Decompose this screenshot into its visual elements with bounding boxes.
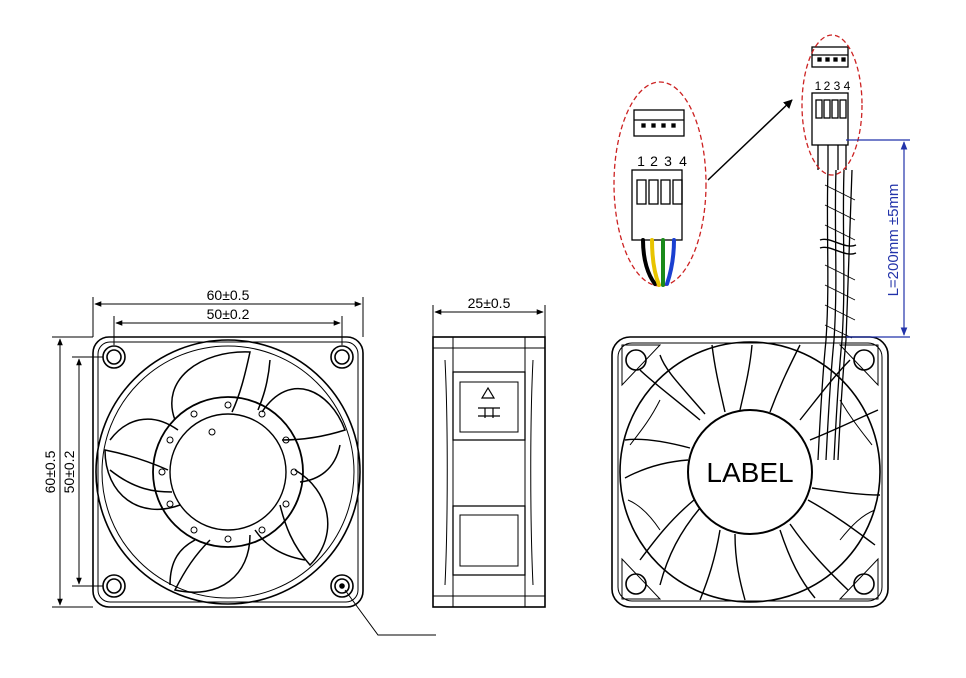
front-frame-outline — [92, 336, 364, 608]
cable-length-label: L=200mm ±5mm — [885, 184, 902, 297]
front-leader-line — [344, 589, 436, 636]
pin-label-4: 4 — [844, 79, 851, 93]
side-dimension — [432, 305, 546, 337]
rear-venturi — [619, 341, 881, 603]
connector-detail — [631, 109, 685, 241]
front-dimensions — [52, 297, 364, 608]
front-width-inner-label: 50±0.2 — [207, 306, 250, 322]
pin-label-1: 1 — [815, 79, 822, 93]
connector-detail-pin-labels: 1 2 3 4 — [637, 153, 687, 169]
front-hub-inner — [169, 413, 287, 531]
rear-spokes — [624, 344, 881, 601]
cable-length-dimension — [846, 139, 910, 338]
airflow-direction-icon — [478, 386, 500, 418]
wire-1 — [641, 238, 657, 286]
front-venturi-inner — [101, 345, 355, 599]
front-height-inner-label: 50±0.2 — [61, 450, 77, 493]
front-frame-inner-edge — [97, 341, 359, 603]
connector-small — [811, 46, 849, 170]
rear-view — [611, 336, 889, 608]
side-outline — [432, 336, 546, 608]
front-width-outer-label: 60±0.5 — [207, 287, 250, 303]
connector-wires — [641, 238, 676, 287]
detail-pin-label-4: 4 — [679, 153, 687, 169]
wire-2 — [650, 238, 661, 287]
wire-4 — [665, 238, 676, 286]
rear-mount-holes — [621, 344, 879, 600]
cable — [817, 169, 857, 461]
detail-pin-label-1: 1 — [637, 153, 645, 169]
front-height-outer-label: 60±0.5 — [42, 450, 58, 493]
rear-label-text: LABEL — [706, 457, 793, 488]
front-view — [92, 336, 436, 636]
connector-small-pin-labels: 1 2 3 4 — [815, 79, 851, 93]
pin-label-2: 2 — [824, 79, 831, 93]
rear-frame-outline — [611, 336, 889, 608]
pin-label-3: 3 — [834, 79, 841, 93]
rear-hub-label-area — [687, 409, 813, 535]
front-hub-outer — [152, 396, 304, 548]
detail-callout-arrow — [707, 99, 793, 181]
connector-highlight-detail — [613, 81, 707, 287]
side-depth-label: 25±0.5 — [468, 295, 511, 311]
connector-highlight-small — [801, 34, 863, 176]
front-hub-rivets — [158, 401, 298, 543]
front-blades — [104, 351, 346, 593]
side-view — [432, 336, 546, 608]
front-venturi-outer — [95, 339, 361, 605]
detail-pin-label-3: 3 — [664, 153, 672, 169]
detail-pin-label-2: 2 — [650, 153, 658, 169]
